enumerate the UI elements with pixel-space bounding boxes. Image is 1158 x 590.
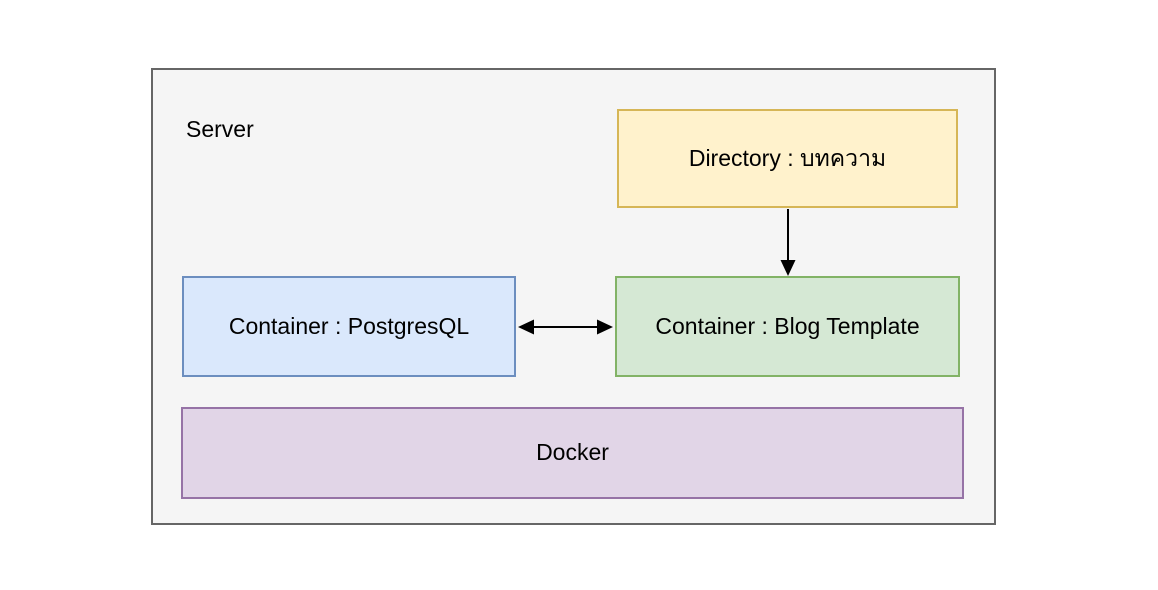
- node-docker: Docker: [181, 407, 964, 499]
- node-container-postgresql-label: Container : PostgresQL: [228, 312, 470, 339]
- node-directory-label: Directory : บทความ: [688, 144, 887, 171]
- node-container-blog-template: Container : Blog Template: [615, 276, 960, 377]
- node-docker-label: Docker: [536, 439, 609, 466]
- node-directory: Directory : บทความ: [617, 109, 958, 208]
- server-group-label: Server: [186, 116, 254, 142]
- node-container-blog-template-label: Container : Blog Template: [655, 312, 920, 339]
- node-container-postgresql: Container : PostgresQL: [182, 276, 516, 377]
